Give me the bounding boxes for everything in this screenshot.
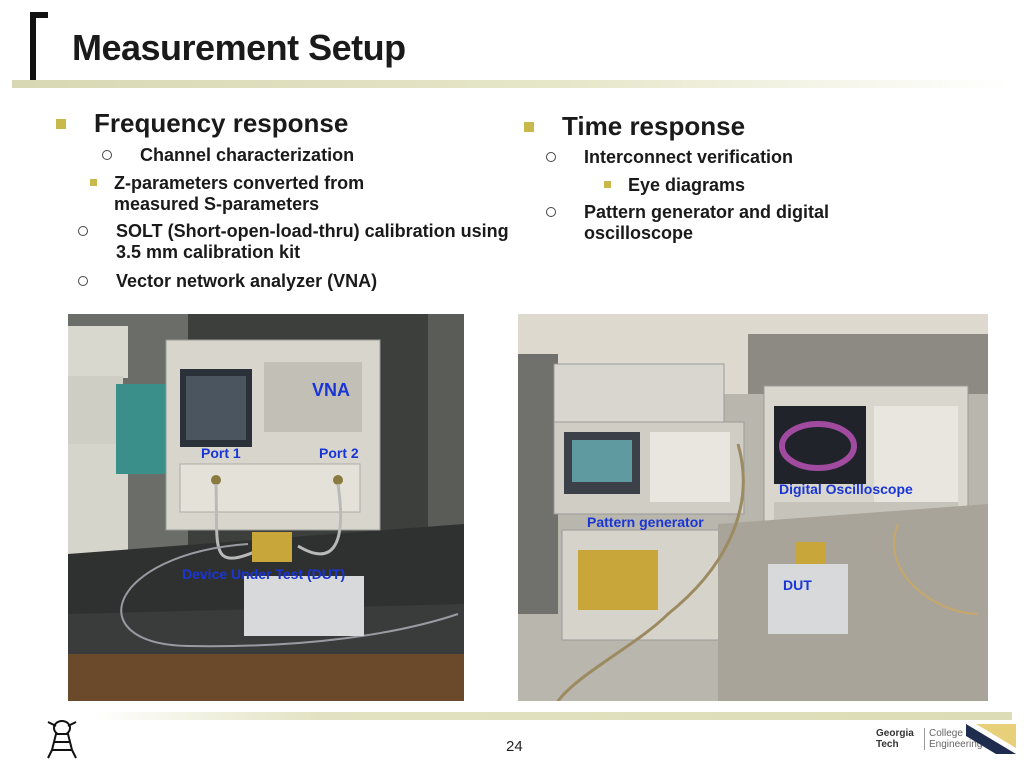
bullet-channel-characterization: Channel characterization [56,145,526,166]
logo-line-1: Georgia [876,728,914,739]
bullet-interconnect-verification: Interconnect verification [500,147,904,168]
vna-setup-photo: VNA Port 1 Port 2 Device Under Test (DUT… [68,314,464,701]
oscilloscope-caption: Digital Oscilloscope [779,481,913,497]
vna-setup-illustration [68,314,464,701]
page-number: 24 [506,738,523,755]
time-domain-setup-illustration [518,314,988,701]
footer-divider [92,712,1012,720]
bullet-time-response: Time response [524,111,904,141]
time-domain-setup-photo: Digital Oscilloscope Pattern generator D… [518,314,988,701]
bullet-z-parameters: Z-parameters converted from measured S-p… [0,173,374,215]
bullet-frequency-response: Frequency response [56,108,526,138]
right-bullet-column: Time response Interconnect verification … [524,111,904,244]
title-bracket [30,12,48,86]
port1-caption: Port 1 [201,445,241,461]
college-logo-chevron-icon [966,724,1016,754]
bullet-eye-diagrams: Eye diagrams [500,175,904,196]
logo-line-2: Tech [876,739,899,750]
slide-title: Measurement Setup [72,27,406,68]
left-bullet-column: Frequency response Channel characterizat… [56,108,526,292]
college-of-engineering-label: College of Engineering [924,728,982,750]
dut-caption-right: DUT [783,577,812,593]
vna-caption: VNA [312,380,351,400]
dut-caption-left: Device Under Test (DUT) [182,566,346,582]
college-line-1: College of [929,728,975,739]
title-divider [12,80,1012,88]
bullet-solt-calibration: SOLT (Short-open-load-thru) calibration … [32,221,526,263]
port2-caption: Port 2 [319,445,359,461]
georgia-tech-logo: Georgia Tech [876,728,914,750]
college-line-2: Engineering [929,739,983,750]
bullet-pattern-generator: Pattern generator and digital oscillosco… [500,202,874,244]
pattern-generator-caption: Pattern generator [587,514,704,530]
yellow-jacket-mascot-icon [47,720,77,759]
bullet-vna: Vector network analyzer (VNA) [32,271,526,292]
